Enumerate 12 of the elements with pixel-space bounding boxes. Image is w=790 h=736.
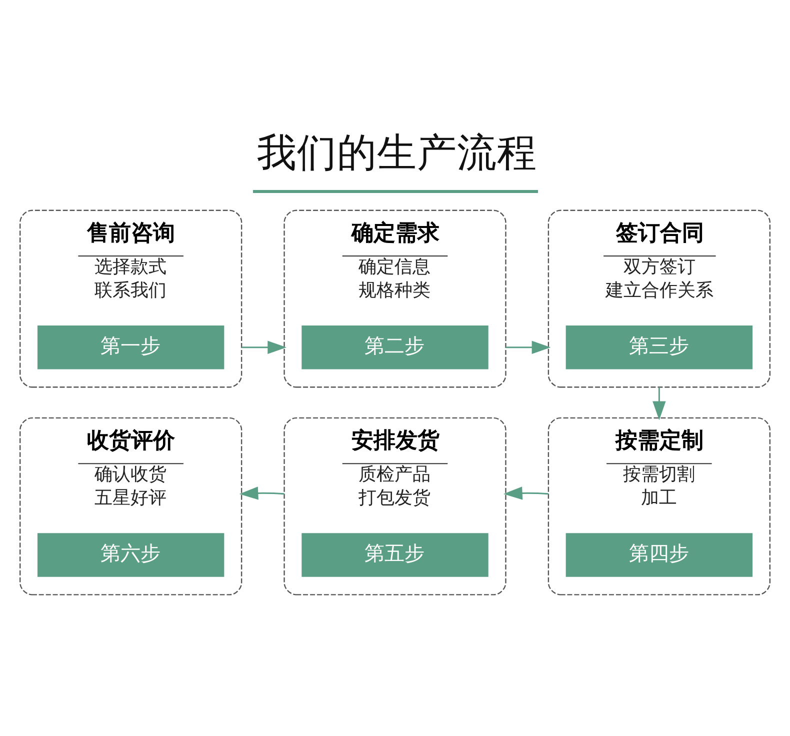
arrow xyxy=(652,386,666,420)
node-box: 第三步 xyxy=(566,325,753,369)
node-box: 第五步 xyxy=(302,532,488,576)
node-box: 第四步 xyxy=(566,532,753,576)
arrow xyxy=(239,486,284,500)
node-box: 第一步 xyxy=(37,325,224,369)
arrow xyxy=(242,340,287,354)
node-box: 第二步 xyxy=(302,325,488,369)
node-box: 第六步 xyxy=(37,532,224,576)
arrow xyxy=(503,486,548,500)
diagram-title: 我们的生产流程 xyxy=(256,130,537,176)
arrow xyxy=(506,340,551,354)
